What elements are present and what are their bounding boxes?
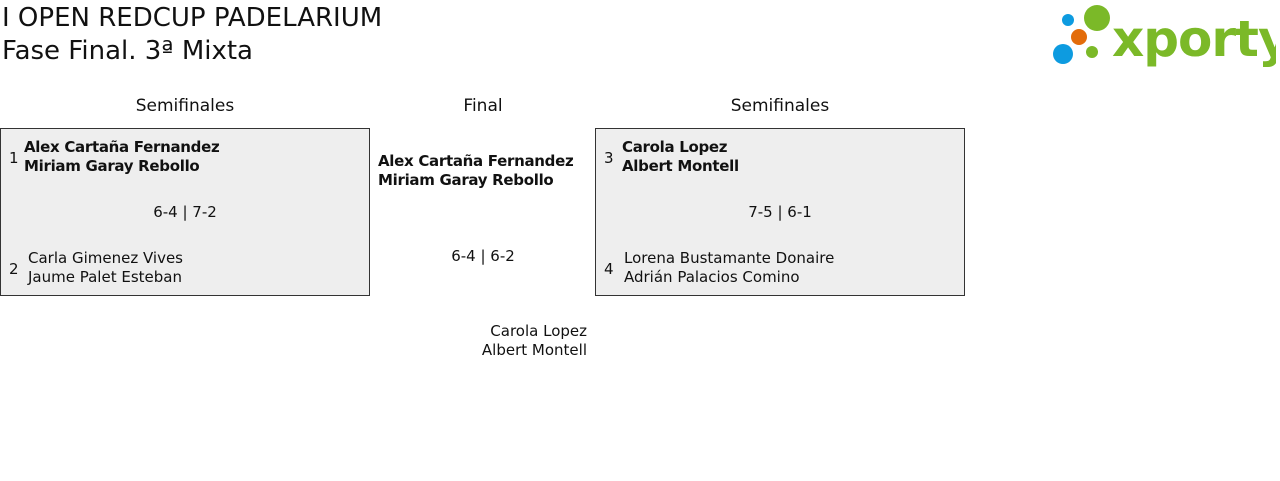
match-score: 7-5 | 6-1 [748, 203, 812, 221]
xporty-logo: xporty [1050, 4, 1280, 68]
seed: 3 [604, 149, 614, 167]
final-score: 6-4 | 6-2 [451, 247, 515, 265]
header-final: Final [463, 96, 503, 116]
seed: 4 [604, 260, 614, 278]
header-semifinal-left: Semifinales [135, 96, 235, 116]
seed: 2 [9, 260, 19, 278]
header-semifinal-right: Semifinales [730, 96, 830, 116]
phase-subtitle: Fase Final. 3ª Mixta [2, 36, 253, 66]
match-score: 6-4 | 7-2 [153, 203, 217, 221]
svg-text:xporty: xporty [1112, 10, 1276, 68]
tournament-title: I OPEN REDCUP PADELARIUM [2, 3, 383, 33]
seed: 1 [9, 149, 19, 167]
